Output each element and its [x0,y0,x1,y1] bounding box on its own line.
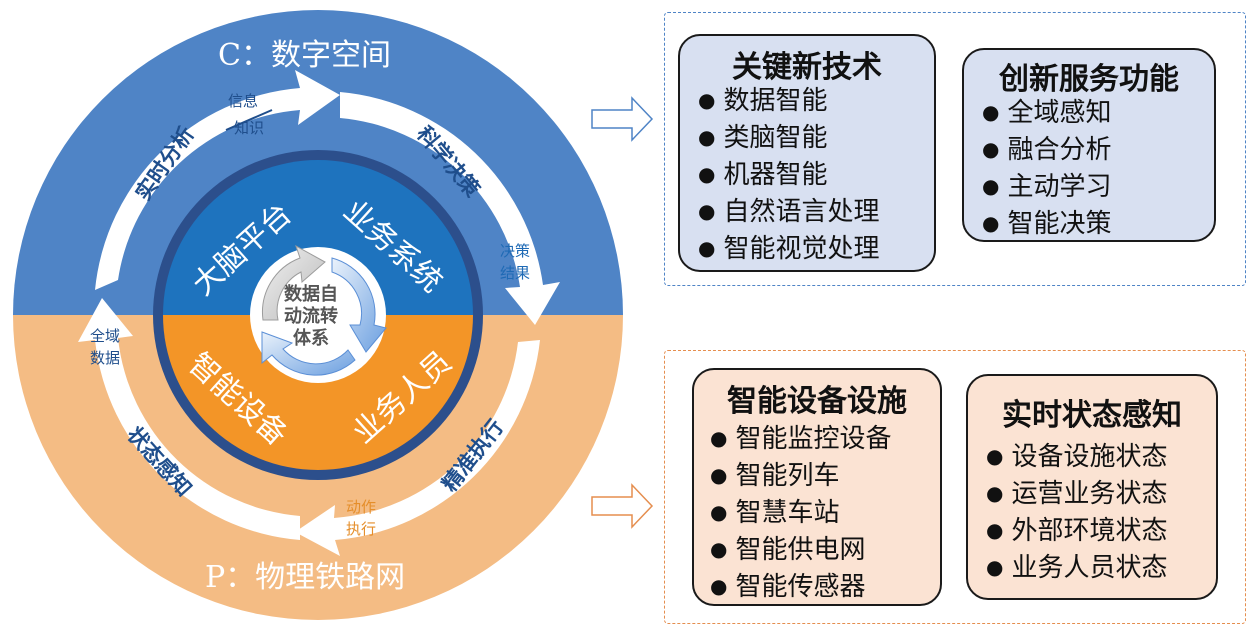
cycle-arrow-band-3 [295,340,540,556]
action-exec-label-2: 执行 [346,520,377,538]
global-data-label-2: 数据 [90,349,121,367]
list-item: 融合分析 [982,131,1111,168]
cyber-space-label: C：数字空间 [218,38,391,73]
center-arrow-light [261,331,356,376]
list-item: 数据智能 [698,82,879,119]
realtime-state-card: 实时状态感知 设备设施状态 运营业务状态 外部环境状态 业务人员状态 [966,374,1218,600]
list-item: 外部环境状态 [986,512,1167,549]
decision-result-label-2: 结果 [500,264,531,282]
smart-facilities-list: 智能监控设备 智能列车 智慧车站 智能供电网 智能传感器 [710,420,891,605]
list-item: 智能决策 [982,205,1111,242]
arrow-to-physical-cards [591,483,654,529]
smart-facilities-title: 智能设备设施 [727,384,907,419]
list-item: 智慧车站 [710,494,891,531]
list-item: 智能列车 [710,457,891,494]
realtime-state-title: 实时状态感知 [1002,398,1182,433]
physical-frame [664,350,1246,624]
innovative-service-card: 创新服务功能 全域感知 融合分析 主动学习 智能决策 [962,48,1216,242]
global-data-label-1: 全域 [90,327,121,345]
cycle-arrow-band-2 [340,92,560,325]
inner-ring-blue [163,160,473,315]
center-arrow-blue [331,257,387,353]
list-item: 智能视觉处理 [698,230,879,267]
list-item: 全域感知 [982,94,1111,131]
arrow-to-cyber-cards [591,96,654,142]
list-item: 机器智能 [698,156,879,193]
center-line-3: 体系 [293,328,329,349]
information-label: 信息 [228,92,259,110]
action-exec-label-1: 动作 [346,498,377,516]
list-item: 设备设施状态 [986,438,1167,475]
list-item: 类脑智能 [698,119,879,156]
cycle-arrow-band [95,70,340,290]
smart-facilities-card: 智能设备设施 智能监控设备 智能列车 智慧车站 智能供电网 智能传感器 [692,368,942,606]
list-item: 业务人员状态 [986,549,1167,586]
key-tech-list: 数据智能 类脑智能 机器智能 自然语言处理 智能视觉处理 [698,82,879,267]
knowledge-label: 知识 [234,119,265,137]
decision-result-label-1: 决策 [500,242,531,260]
innovative-service-list: 全域感知 融合分析 主动学习 智能决策 [982,94,1111,242]
center-line-2: 动流转 [284,306,338,327]
innovative-service-title: 创新服务功能 [999,62,1179,97]
inner-ring-orange [163,315,473,470]
list-item: 智能传感器 [710,568,891,605]
list-item: 自然语言处理 [698,193,879,230]
list-item: 主动学习 [982,168,1111,205]
key-tech-title: 关键新技术 [732,50,882,85]
cycle-arrow-band-4 [78,298,300,540]
center-line-1: 数据自 [284,284,338,305]
list-item: 智能供电网 [710,531,891,568]
list-item: 运营业务状态 [986,475,1167,512]
realtime-state-list: 设备设施状态 运营业务状态 外部环境状态 业务人员状态 [986,438,1167,586]
physical-space-label: P：物理铁路网 [205,560,406,595]
key-tech-card: 关键新技术 数据智能 类脑智能 机器智能 自然语言处理 智能视觉处理 [678,34,936,272]
list-item: 智能监控设备 [710,420,891,457]
cyber-frame [664,12,1246,286]
info-knowledge-divider [225,109,273,131]
center-arrow-gray [262,244,326,321]
